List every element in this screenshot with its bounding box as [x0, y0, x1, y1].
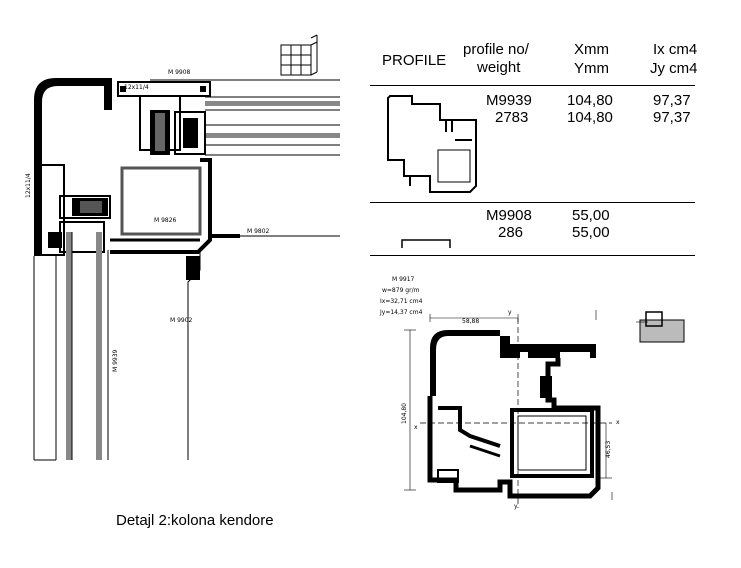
profile-thumb-m9908 [401, 239, 451, 248]
header-xmm: Xmm [574, 41, 609, 58]
row2-profile-no: M9908 [486, 207, 532, 224]
header-ymm: Ymm [574, 60, 609, 77]
drawing-caption: Detajl 2:kolona kendore [116, 512, 274, 529]
top-glazing [150, 79, 340, 156]
label-axis-x-right: x [616, 419, 620, 426]
label-m9908: M 9908 [168, 69, 191, 76]
row2-y: 55,00 [572, 224, 610, 241]
label-axis-y-bottom: y [514, 503, 518, 510]
side-clamp [37, 164, 111, 256]
row1-y: 104,80 [567, 109, 613, 126]
label-dim-12x11-top: 12x11/4 [124, 84, 149, 91]
row1-x: 104,80 [567, 92, 613, 109]
section-m9917 [404, 310, 613, 508]
label-ix: Ix=32,71 cm4 [380, 298, 423, 305]
label-weight: w=879 gr/m [382, 287, 420, 294]
header-jy: Jy cm4 [650, 60, 698, 77]
table-divider-middle [370, 202, 695, 203]
header-profile: PROFILE [382, 52, 447, 69]
label-m9802: M 9802 [247, 228, 270, 235]
label-m9826: M 9826 [154, 217, 177, 224]
header-profile-no: profile no/ [463, 41, 529, 58]
label-dim-104: 104,80 [401, 403, 408, 424]
row1-ix: 97,37 [653, 92, 691, 109]
row2-weight: 286 [498, 224, 524, 241]
label-m9917: M 9917 [392, 276, 415, 283]
row2-x: 55,00 [572, 207, 610, 224]
header-weight: weight [477, 59, 521, 76]
label-axis-y-top: y [508, 309, 512, 316]
header-ix: Ix cm4 [653, 41, 698, 58]
table-divider-top [370, 85, 695, 86]
top-clamp [117, 81, 211, 155]
window-grid-icon [280, 34, 318, 76]
label-jy: Jy=14,37 cm4 [380, 309, 423, 316]
corner-thumb-icon [636, 311, 685, 343]
label-dim-58: 58,88 [462, 318, 480, 325]
profile-thumb-m9939 [387, 95, 477, 193]
label-axis-x-left: x [414, 424, 418, 431]
label-dim-46: 46,53 [605, 440, 612, 458]
table-divider-bottom [370, 255, 695, 256]
label-m9902: M 9902 [170, 317, 193, 324]
vertical-glazing [33, 232, 109, 461]
corner-profile [34, 78, 112, 256]
m9826-box [110, 158, 340, 460]
row1-weight: 2783 [495, 109, 529, 126]
row1-jy: 97,37 [653, 109, 691, 126]
row1-profile-no: M9939 [486, 92, 532, 109]
